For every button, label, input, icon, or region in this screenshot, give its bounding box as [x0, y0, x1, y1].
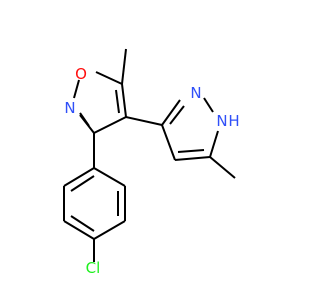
pyrazole-ring — [125, 99, 236, 179]
bond-c5-c4 — [121, 83, 127, 118]
bond-n2-n1 — [203, 97, 214, 113]
bond-c4p-c3p — [161, 124, 176, 161]
bond-c5-methyl — [121, 48, 127, 85]
molecule-diagram: O N N N H Cl — [63, 48, 240, 277]
bond-n1-c5p — [209, 130, 219, 158]
bond-c4-c3p — [125, 116, 163, 126]
bond-c4-c3 — [93, 116, 127, 134]
bond-c5p-c4p — [174, 156, 211, 161]
chlorophenyl-ring — [63, 133, 126, 262]
atom-nitrogen-nh: N — [216, 112, 227, 130]
atom-oxygen: O — [75, 65, 87, 83]
bond-ar-4 — [63, 220, 95, 240]
bond-c3-n-double — [79, 112, 90, 127]
bond-o-c5 — [95, 71, 123, 85]
bond-ar-6-inner — [70, 175, 95, 192]
bond-ar-3 — [93, 220, 126, 240]
atom-nitrogen-pyrazole: N — [190, 84, 201, 102]
atom-hydrogen-nh: H — [228, 112, 239, 130]
structure-canvas: O N N N H Cl — [63, 48, 240, 277]
bond-n-o — [73, 79, 80, 99]
atom-nitrogen-isoxazole: N — [64, 99, 75, 117]
bond-c3p-n2-double — [169, 105, 185, 125]
bond-c3p-n2 — [161, 99, 181, 126]
bond-ar-4-inner — [70, 215, 95, 232]
bond-c5p-c4p-double — [177, 149, 205, 153]
isoxazole-ring — [73, 48, 127, 134]
atom-chlorine: Cl — [86, 259, 101, 277]
bond-c5-c4-double — [115, 89, 120, 114]
bond-c5p-methyl — [209, 156, 236, 179]
bond-ar-1 — [93, 167, 126, 187]
bond-ar-6 — [63, 167, 95, 187]
